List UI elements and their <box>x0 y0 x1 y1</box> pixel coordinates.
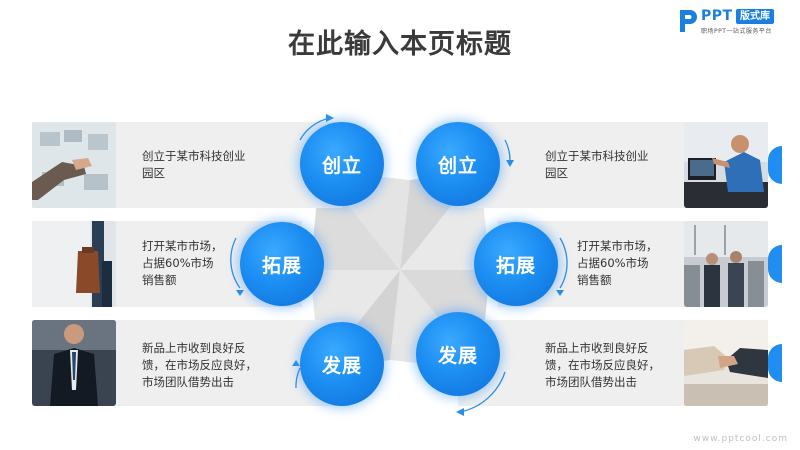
step-circle-left-2[interactable]: 拓展 <box>240 222 324 306</box>
step-circle-right-2[interactable]: 拓展 <box>474 222 558 306</box>
step-desc-left-2: 打开某市市场， 占据60%市场 销售额 <box>142 239 223 287</box>
step-circle-right-1[interactable]: 创立 <box>416 122 500 206</box>
logo-subtitle: 职场PPT一站式服务平台 <box>701 28 772 35</box>
step-circle-left-3[interactable]: 发展 <box>300 322 384 406</box>
brand-logo[interactable]: PPT 版式库 职场PPT一站式服务平台 <box>678 8 796 36</box>
page-title: 在此输入本页标题 <box>288 29 512 60</box>
photo-businessman-suit <box>32 320 116 406</box>
photo-handshake <box>684 320 768 406</box>
step-circle-left-1[interactable]: 创立 <box>300 122 384 206</box>
step-circle-right-3[interactable]: 发展 <box>416 312 500 396</box>
logo-badge: 版式库 <box>736 9 774 24</box>
accent-tab-right-1 <box>768 146 782 184</box>
photo-hand-writing <box>32 122 116 208</box>
photo-office-crowd <box>684 221 768 307</box>
step-desc-right-2: 打开某市市场， 占据60%市场 销售额 <box>577 239 658 287</box>
step-desc-right-1: 创立于某市科技创业 园区 <box>545 149 649 180</box>
step-desc-left-1: 创立于某市科技创业 园区 <box>142 149 246 180</box>
accent-tab-right-2 <box>768 245 782 283</box>
watermark-text: www.pptcool.com <box>693 434 788 444</box>
photo-businessman-briefcase <box>32 221 116 307</box>
step-desc-right-3: 新品上市收到良好反 馈，在市场反应良好， 市场团队借势出击 <box>545 341 660 389</box>
logo-ppt-text: PPT <box>701 8 733 24</box>
logo-p-icon <box>680 10 697 32</box>
accent-tab-right-3 <box>768 344 782 382</box>
photo-office-computer <box>684 122 768 208</box>
step-desc-left-3: 新品上市收到良好反 馈，在市场反应良好， 市场团队借势出击 <box>142 341 257 389</box>
